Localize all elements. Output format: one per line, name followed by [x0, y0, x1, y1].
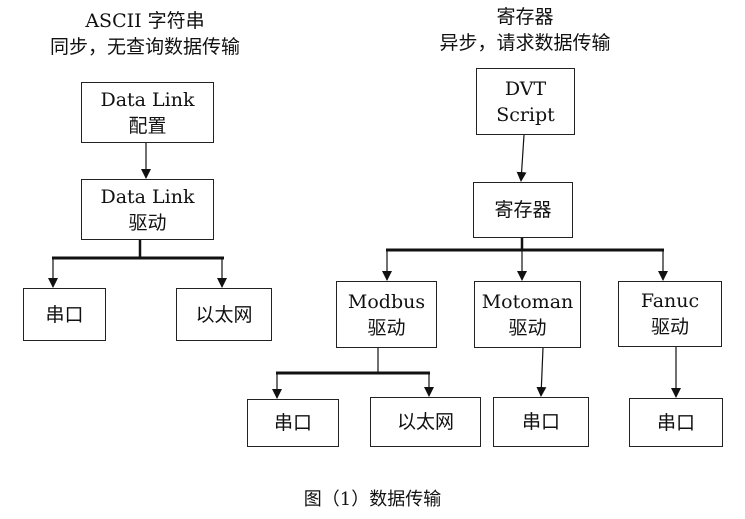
ethernet-box-left: 以太网	[176, 288, 272, 341]
motoman-serial-box: 串口	[493, 397, 589, 447]
serial-port-label-left: 串口	[45, 303, 84, 326]
datalink-driver-line2: 驱动	[128, 211, 167, 234]
fanuc-driver-line2: 驱动	[650, 316, 689, 338]
left-header: ASCII 字符串 同步，无查询数据传输	[20, 8, 270, 60]
modbus-serial-box: 串口	[247, 399, 339, 447]
datalink-config-line1: Data Link	[100, 88, 195, 111]
motoman-driver-line1: Motoman	[481, 290, 574, 313]
right-header-line2: 异步，请求数据传输	[439, 32, 611, 54]
modbus-driver-line1: Modbus	[347, 290, 426, 313]
motoman-serial-label: 串口	[521, 411, 560, 433]
dvt-script-line1: DVT	[504, 77, 547, 100]
fanuc-driver-line1: Fanuc	[640, 290, 700, 312]
register-label: 寄存器	[494, 199, 552, 221]
modbus-ethernet-box: 以太网	[370, 397, 481, 447]
modbus-driver-line2: 驱动	[367, 316, 406, 339]
datalink-config-line2: 配置	[128, 114, 167, 137]
left-header-line1: ASCII 字符串	[85, 10, 205, 32]
datalink-driver-line1: Data Link	[100, 185, 195, 208]
modbus-ethernet-label: 以太网	[396, 411, 454, 433]
serial-port-box-left: 串口	[23, 288, 106, 341]
datalink-driver-box: Data Link 驱动	[81, 179, 214, 240]
ethernet-label-left: 以太网	[195, 303, 253, 326]
figure-caption: 图（1）数据传输	[303, 489, 442, 510]
fanuc-serial-label: 串口	[656, 411, 695, 434]
motoman-driver-line2: 驱动	[508, 316, 547, 339]
right-header: 寄存器 异步，请求数据传输	[400, 4, 650, 56]
arrow-dvt-to-register	[516, 134, 527, 182]
modbus-driver-box: Modbus 驱动	[336, 281, 437, 348]
arrow-motoman-to-serial	[536, 347, 547, 397]
modbus-serial-label: 串口	[273, 412, 312, 434]
datalink-config-box: Data Link 配置	[81, 82, 214, 143]
motoman-driver-box: Motoman 驱动	[474, 281, 581, 348]
right-header-line1: 寄存器	[496, 6, 554, 28]
fanuc-driver-box: Fanuc 驱动	[618, 281, 722, 347]
dvt-script-line2: Script	[496, 103, 555, 126]
fanuc-serial-box: 串口	[629, 398, 723, 447]
register-box: 寄存器	[473, 182, 573, 238]
dvt-script-box: DVT Script	[476, 68, 575, 135]
left-header-line2: 同步，无查询数据传输	[49, 36, 240, 58]
